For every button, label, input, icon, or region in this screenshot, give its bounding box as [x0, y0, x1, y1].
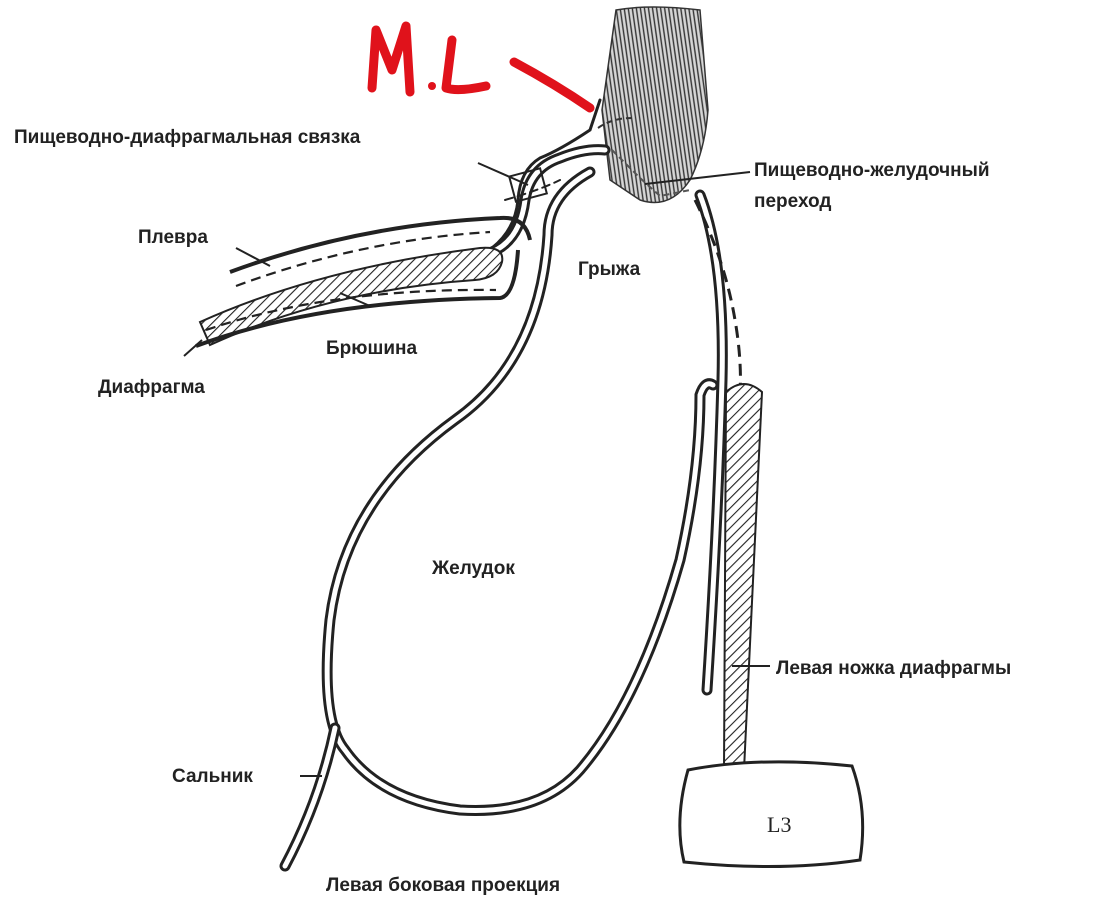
label-vertebra: L3 [767, 812, 791, 837]
label-diaphragm: Диафрагма [98, 377, 205, 398]
label-stomach: Желудок [431, 558, 515, 579]
label-hernia: Грыжа [578, 259, 641, 280]
label-gej-line1: Пищеводно-желудочный [754, 160, 990, 181]
esophagus-muscle [598, 7, 708, 203]
label-left-crus: Левая ножка диафрагмы [776, 658, 1011, 679]
omentum-line [285, 728, 335, 866]
label-pleura: Плевра [138, 227, 208, 248]
label-omentum: Сальник [172, 766, 253, 787]
red-annotation-mark [372, 26, 590, 108]
label-gej-line2: переход [754, 191, 831, 212]
label-esophageal-diaphragmatic-ligament: Пищеводно-диафрагмальная связка [14, 127, 361, 148]
diaphragm-layers [196, 218, 530, 346]
label-peritoneum: Брюшина [326, 338, 417, 359]
label-caption: Левая боковая проекция [326, 875, 560, 896]
